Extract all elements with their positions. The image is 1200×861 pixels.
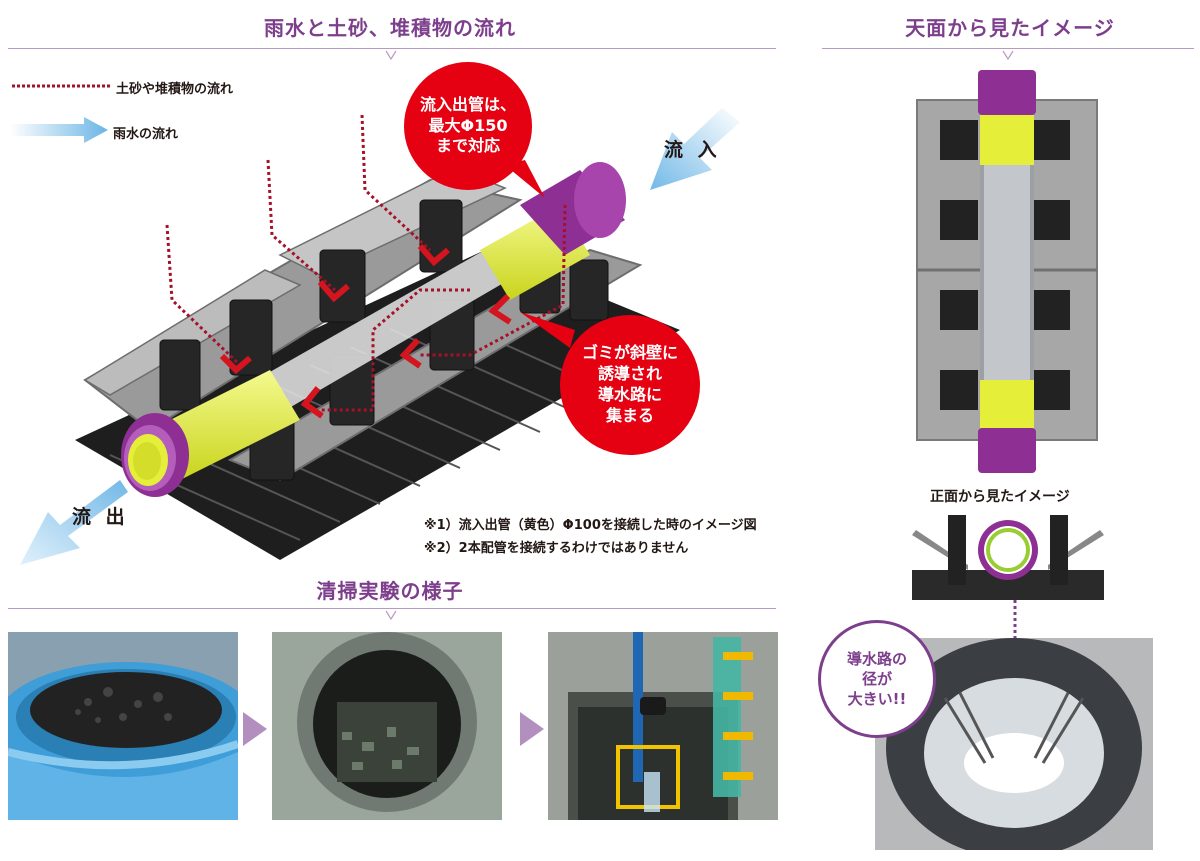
callout-channel-line-3: 大きい!!: [847, 690, 907, 709]
section-divider-flow: [8, 48, 776, 49]
callout-debris-line-2: 誘導され: [597, 364, 662, 384]
callout-debris-tail: [520, 312, 575, 348]
photo-water-test: [548, 632, 778, 820]
outflow-label: 流 出: [72, 506, 129, 528]
callout-pipe-line-3: まで対応: [435, 136, 500, 156]
section-title-top-view: 天面から見たイメージ: [905, 16, 1115, 40]
chevron-down-icon: [1002, 50, 1014, 61]
legend-sediment-label: 土砂や堆積物の流れ: [116, 82, 234, 97]
section-title-cleaning: 清掃実験の様子: [316, 579, 464, 603]
top-view-diagram: [916, 70, 1098, 473]
callout-channel-line-2: 径が: [861, 669, 892, 688]
callout-debris: ゴミが斜壁に 誘導され 導水路に 集まる: [560, 315, 700, 455]
chevron-down-icon: [385, 610, 397, 621]
flow-diagram: [20, 108, 740, 565]
note-1: ※1）流入出管（黄色）Φ100を接続した時のイメージ図: [424, 518, 757, 533]
arrow-right-icon: [520, 712, 544, 746]
callout-debris-line-4: 集まる: [605, 405, 654, 425]
callout-channel-diameter: 導水路の 径が 大きい!!: [818, 620, 936, 738]
section-divider-cleaning: [8, 608, 776, 609]
callout-pipe-tail: [505, 160, 545, 198]
photo-channel-interior: [875, 638, 1153, 850]
front-view-title: 正面から見たイメージ: [930, 489, 1070, 505]
legend-rain-label: 雨水の流れ: [113, 127, 179, 142]
photo-bucket-debris: [8, 632, 238, 820]
callout-debris-line-1: ゴミが斜壁に: [581, 343, 678, 363]
arrow-right-icon: [10, 117, 108, 143]
section-divider-top-view: [822, 48, 1194, 49]
arrow-right-icon: [243, 712, 267, 746]
front-view-diagram: [912, 515, 1104, 600]
callout-debris-line-3: 導水路に: [597, 385, 662, 404]
callout-pipe-line-2: 最大Φ150: [428, 115, 508, 135]
callout-pipe-line-1: 流入出管は、: [419, 94, 516, 114]
callout-channel-line-1: 導水路の: [846, 649, 907, 668]
inflow-label: 流 入: [664, 139, 721, 161]
photo-pipe-interior: [272, 632, 502, 820]
chevron-down-icon: [385, 50, 397, 61]
dotted-line-icon: [12, 84, 112, 88]
section-title-flow: 雨水と土砂、堆積物の流れ: [264, 16, 516, 40]
note-2: ※2）2本配管を接続するわけではありません: [424, 541, 689, 556]
